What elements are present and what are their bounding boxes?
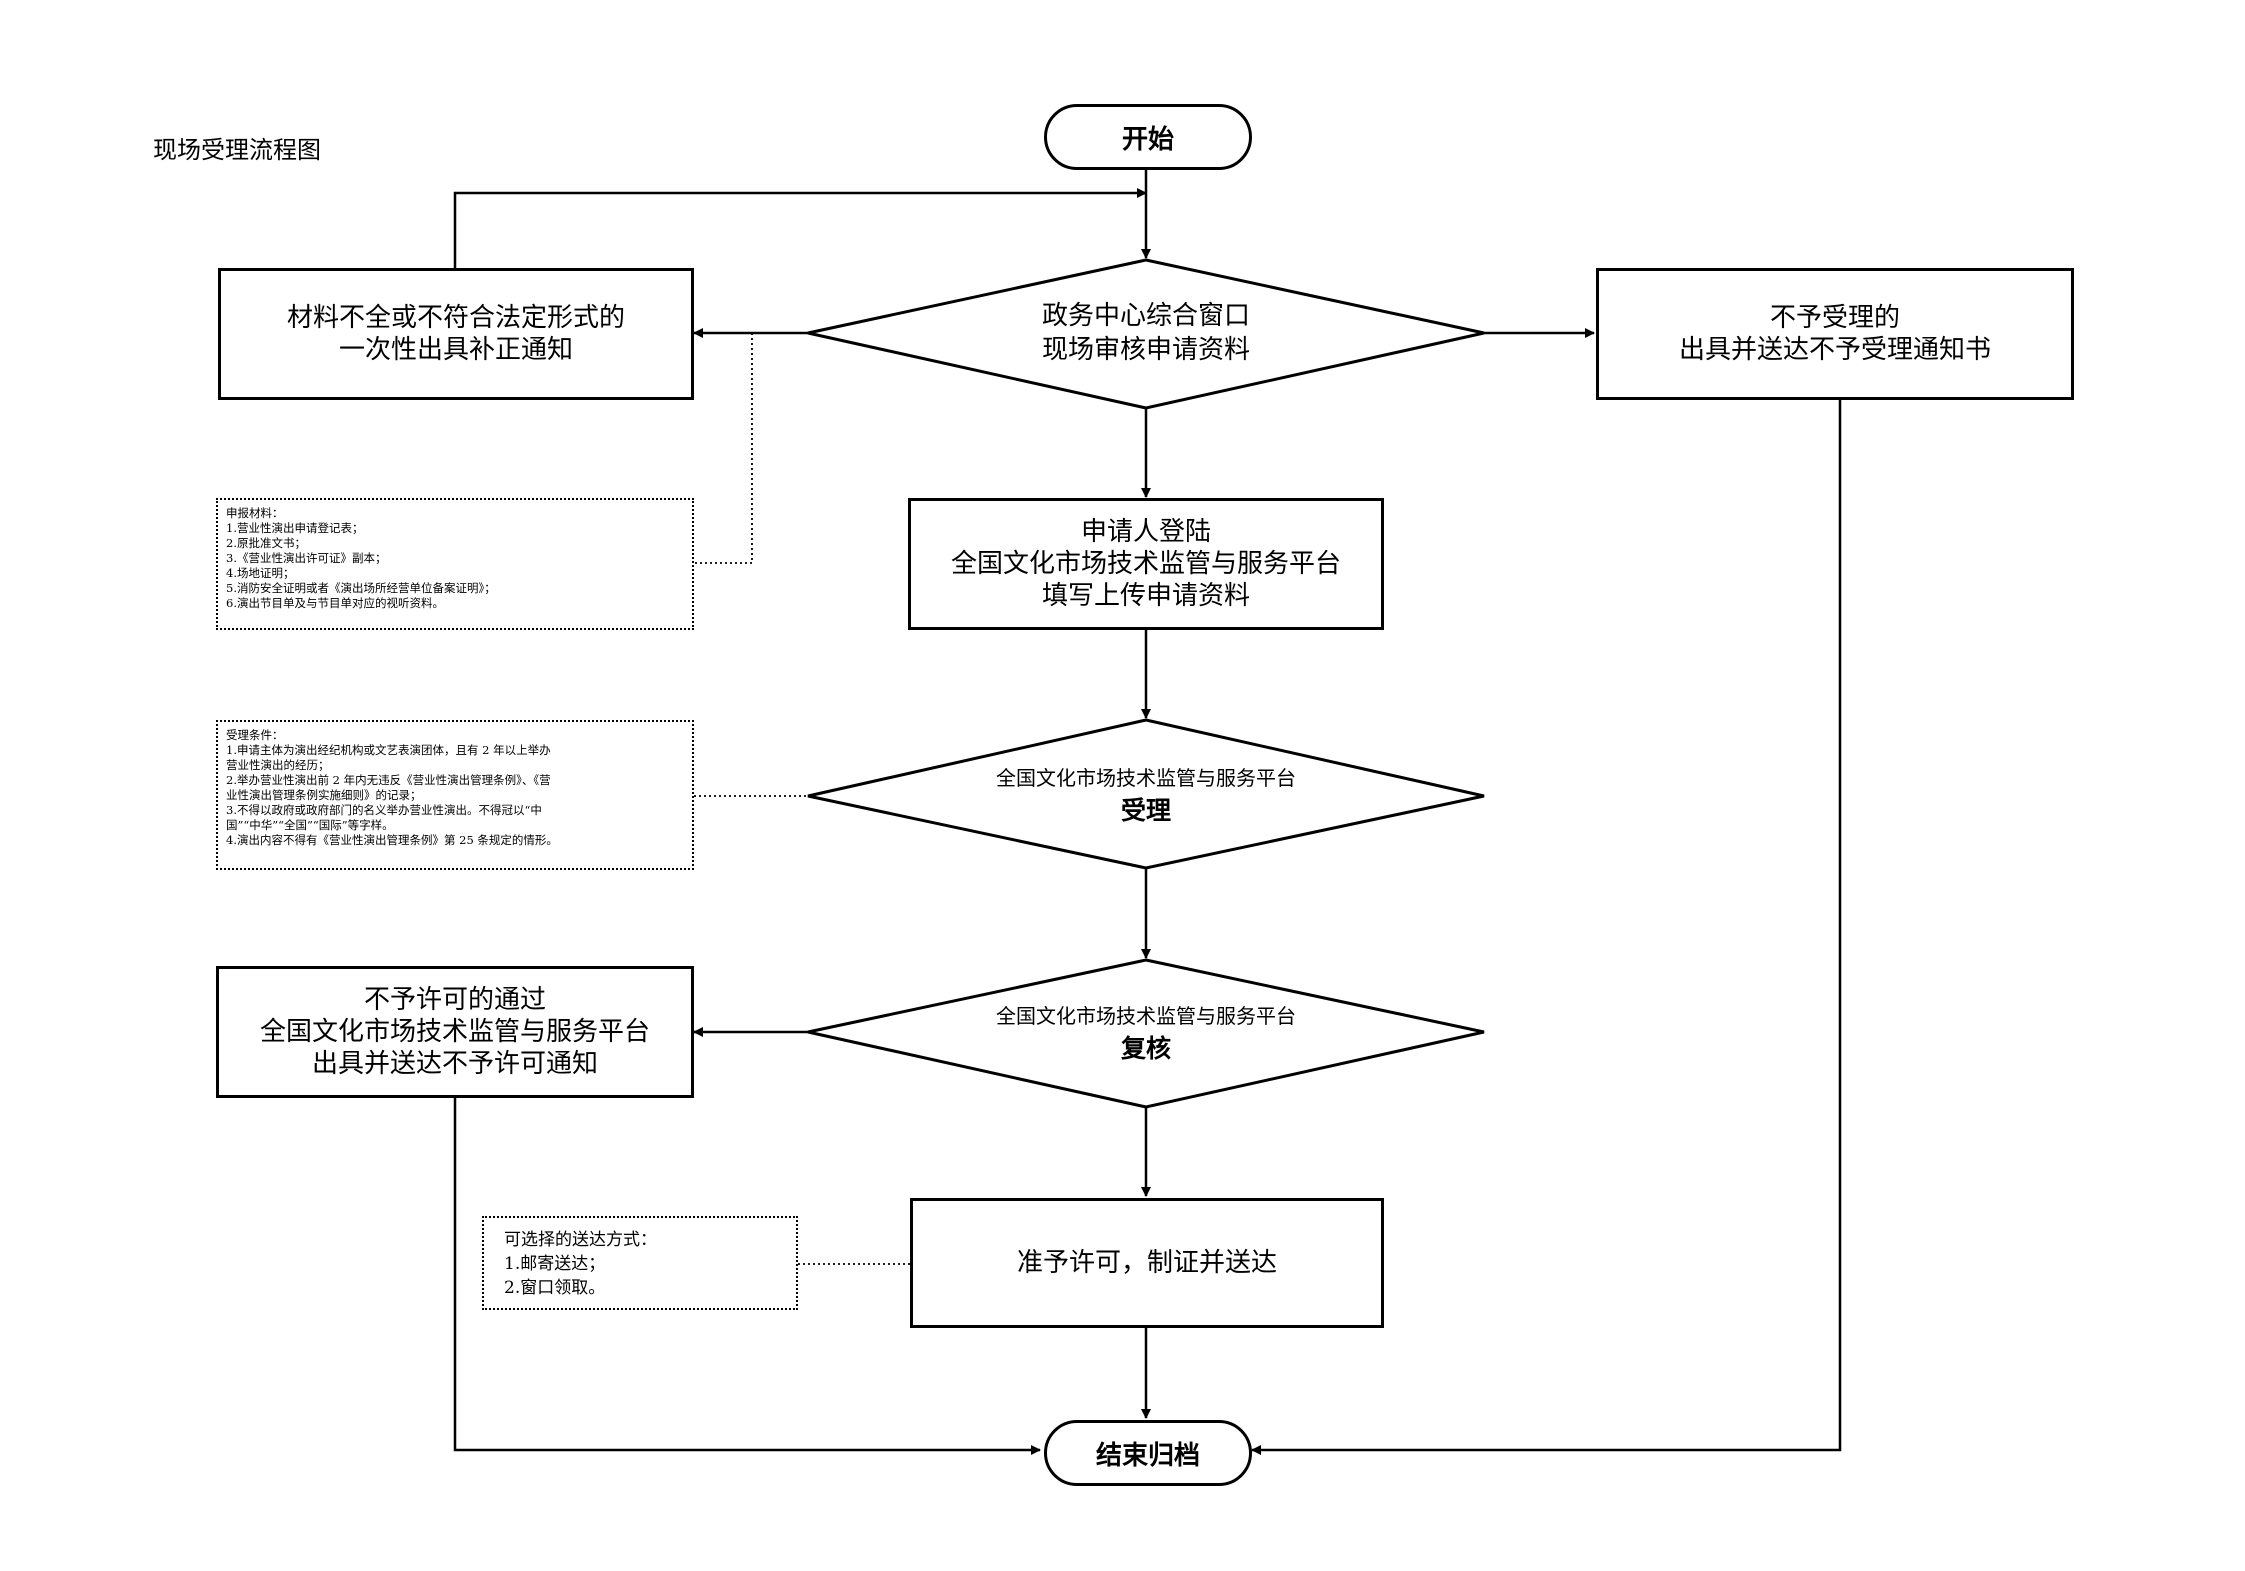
materials-note-line: 6.演出节目单及与节目单对应的视听资料。 [226, 596, 444, 610]
platform-accept-line-2: 受理 [1120, 796, 1171, 825]
dotted-link-materials [694, 333, 753, 564]
correction-notice-box: 材料不全或不符合法定形式的 一次性出具补正通知 [218, 268, 694, 400]
page-title: 现场受理流程图 [153, 136, 321, 164]
conditions-note-line: 3.不得以政府或政府部门的名义举办营业性演出。不得冠以“中 [226, 803, 542, 817]
platform-review-line-1: 全国文化市场技术监管与服务平台 [996, 1004, 1296, 1028]
reject-permit-line-3: 出具并送达不予许可通知 [311, 1049, 598, 1079]
materials-note-line: 3.《营业性演出许可证》副本； [226, 551, 387, 565]
reject-permit-box: 不予许可的通过 全国文化市场技术监管与服务平台 出具并送达不予许可通知 [216, 966, 694, 1098]
conditions-note-line: 营业性演出的经历； [226, 758, 330, 772]
platform-accept-text: 全国文化市场技术监管与服务平台 受理 [908, 755, 1384, 837]
platform-accept-line-1: 全国文化市场技术监管与服务平台 [996, 766, 1296, 790]
reject-permit-line-1: 不予许可的通过 [363, 985, 546, 1015]
applicant-upload-line-3: 填写上传申请资料 [1041, 581, 1250, 611]
window-review-line-2: 现场审核申请资料 [1041, 335, 1250, 365]
arrow-reject-accept-to-end [1251, 400, 1842, 1455]
conditions-note: 受理条件： 1.申请主体为演出经纪机构或文艺表演团体，且有 2 年以上举办 营业… [216, 720, 694, 870]
start-terminal: 开始 [1044, 104, 1252, 170]
delivery-note-line: 可选择的送达方式： [504, 1230, 657, 1250]
correction-notice-line-2: 一次性出具补正通知 [338, 335, 573, 365]
materials-note: 申报材料： 1.营业性演出申请登记表； 2.原批准文书； 3.《营业性演出许可证… [216, 498, 694, 630]
decision-platform-review [807, 958, 1485, 1109]
correction-notice-line-1: 材料不全或不符合法定形式的 [286, 303, 625, 333]
conditions-note-line: 4.演出内容不得有《营业性演出管理条例》第 25 条规定的情形。 [226, 833, 558, 847]
conditions-note-line: 2.举办营业性演出前 2 年内无违反《营业性演出管理条例》、《营 [226, 773, 551, 787]
reject-accept-line-2: 出具并送达不予受理通知书 [1678, 335, 1991, 365]
conditions-note-line: 受理条件： [226, 728, 284, 742]
conditions-note-line: 业性演出管理条例实施细则》的记录； [226, 788, 422, 802]
decision-platform-accept [807, 718, 1485, 870]
end-terminal: 结束归档 [1044, 1420, 1252, 1486]
reject-accept-box: 不予受理的 出具并送达不予受理通知书 [1596, 268, 2074, 400]
arrow-reject-permit-to-end [453, 1098, 1041, 1455]
conditions-note-line: 国”“中华”“全国”“国际”等字样。 [226, 818, 394, 832]
applicant-upload-box: 申请人登陆 全国文化市场技术监管与服务平台 填写上传申请资料 [908, 498, 1384, 630]
start-label: 开始 [1121, 124, 1174, 155]
materials-note-line: 2.原批准文书； [226, 536, 306, 550]
delivery-note: 可选择的送达方式： 1.邮寄送达； 2.窗口领取。 [482, 1216, 798, 1310]
arrow-correction-loop [453, 188, 1147, 268]
materials-note-line: 5.消防安全证明或者《演出场所经营单位备案证明》； [226, 581, 496, 595]
reject-accept-line-1: 不予受理的 [1769, 303, 1900, 333]
reject-permit-line-2: 全国文化市场技术监管与服务平台 [259, 1017, 650, 1047]
platform-review-text: 全国文化市场技术监管与服务平台 复核 [908, 993, 1384, 1075]
decision-window-review [807, 258, 1485, 410]
grant-permit-label: 准予许可，制证并送达 [1016, 1248, 1277, 1278]
conditions-note-line: 1.申请主体为演出经纪机构或文艺表演团体，且有 2 年以上举办 [226, 743, 551, 757]
grant-permit-box: 准予许可，制证并送达 [910, 1198, 1384, 1328]
materials-note-line: 申报材料： [226, 506, 284, 520]
platform-review-line-2: 复核 [1120, 1034, 1171, 1063]
window-review-text: 政务中心综合窗口 现场审核申请资料 [908, 290, 1384, 376]
materials-note-line: 1.营业性演出申请登记表； [226, 521, 364, 535]
delivery-note-line: 2.窗口领取。 [504, 1278, 606, 1298]
window-review-line-1: 政务中心综合窗口 [1041, 301, 1250, 331]
materials-note-line: 4.场地证明； [226, 566, 295, 580]
end-label: 结束归档 [1095, 1440, 1200, 1471]
delivery-note-line: 1.邮寄送达； [504, 1254, 606, 1274]
applicant-upload-line-1: 申请人登陆 [1080, 517, 1211, 547]
applicant-upload-line-2: 全国文化市场技术监管与服务平台 [950, 549, 1341, 579]
